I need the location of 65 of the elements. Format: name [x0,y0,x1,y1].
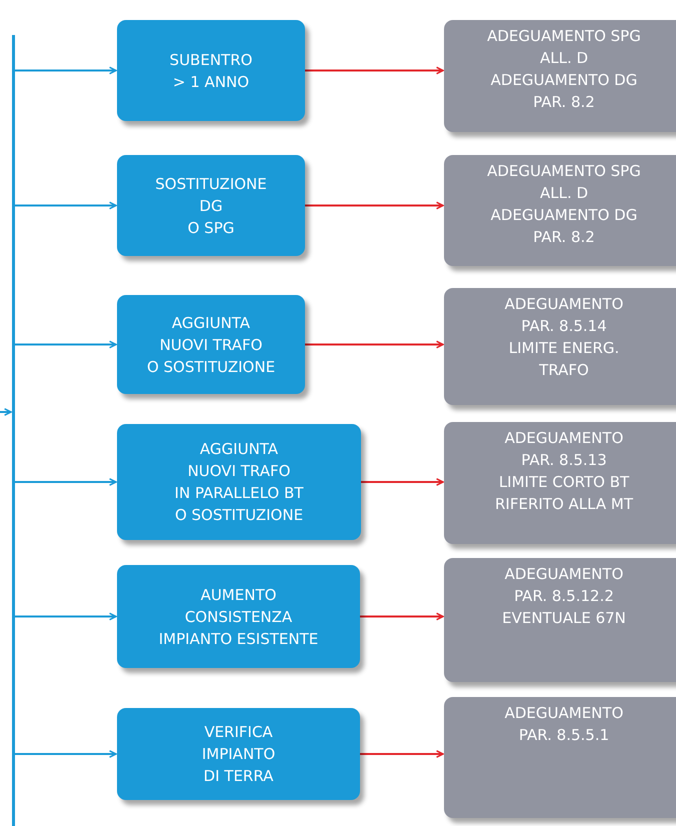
requirement-box [444,20,676,132]
box-text: PAR. 8.2 [533,227,595,248]
box-text: PAR. 8.2 [533,92,595,113]
arrow [15,202,117,210]
arrow [15,340,117,348]
arrow [15,478,117,486]
box-text: PAR. 8.5.12.2 [514,586,614,607]
box-text: VERIFICA [204,722,273,743]
box-text: O SOSTITUZIONE [146,356,276,378]
box-text: DG [199,196,223,216]
arrow [15,612,117,620]
box-text: DI TERRA [204,766,274,787]
box-text: ADEGUAMENTO SPG [487,161,641,182]
box-text: ADEGUAMENTO DG [490,70,638,91]
requirement-box [444,288,676,405]
box-text: ALL. D [540,48,588,69]
requirement-box [444,558,676,682]
box-text: PAR. 8.5.14 [521,316,607,337]
box-text: O SPG [188,218,234,238]
box-text: IMPIANTO [202,744,276,765]
requirement-box [444,422,676,544]
box-text: AUMENTO [200,584,276,606]
arrow [360,750,444,758]
box-text: ADEGUAMENTO DG [490,205,638,226]
box-text: NUOVI TRAFO [160,334,262,356]
case-box [117,295,305,394]
box-text: O SOSTITUZIONE [174,505,304,526]
bus-bar [12,35,15,826]
box-text: SOSTITUZIONE [155,174,267,194]
case-box [117,424,361,540]
arrow [15,750,117,758]
arrow [15,66,117,74]
box-text: ADEGUAMENTO SPG [487,26,641,47]
requirement-box [444,155,676,266]
case-box [117,155,305,256]
box-text: IN PARALLELO BT [174,483,304,504]
box-text: AGGIUNTA [172,312,250,334]
box-text: RIFERITO ALLA MT [495,494,633,515]
box-text: PAR. 8.5.13 [521,450,607,471]
box-text: EVENTUALE 67N [502,608,626,629]
box-text: CONSISTENZA [184,606,292,628]
box-text: SUBENTRO [170,50,252,70]
box-text: ADEGUAMENTO [504,703,624,724]
box-text: LIMITE CORTO BT [498,472,630,493]
case-box [117,20,305,121]
arrow [360,612,444,620]
box-text: ALL. D [540,183,588,204]
requirement-box [444,697,676,818]
box-text: ADEGUAMENTO [504,428,624,449]
arrow [305,202,444,210]
arrow [305,66,444,74]
box-text: IMPIANTO ESISTENTE [158,628,318,650]
box-text: > 1 ANNO [172,72,250,92]
arrow [305,340,444,348]
box-text: ADEGUAMENTO [504,564,624,585]
box-text: NUOVI TRAFO [188,461,290,482]
box-text: ADEGUAMENTO [504,294,624,315]
case-box [117,708,360,800]
box-text: TRAFO [539,360,589,381]
arrow [0,408,12,416]
arrow [361,478,444,486]
case-box [117,565,360,668]
box-text: PAR. 8.5.5.1 [518,725,610,746]
box-text: AGGIUNTA [200,439,278,460]
box-text: LIMITE ENERG. [508,338,620,359]
